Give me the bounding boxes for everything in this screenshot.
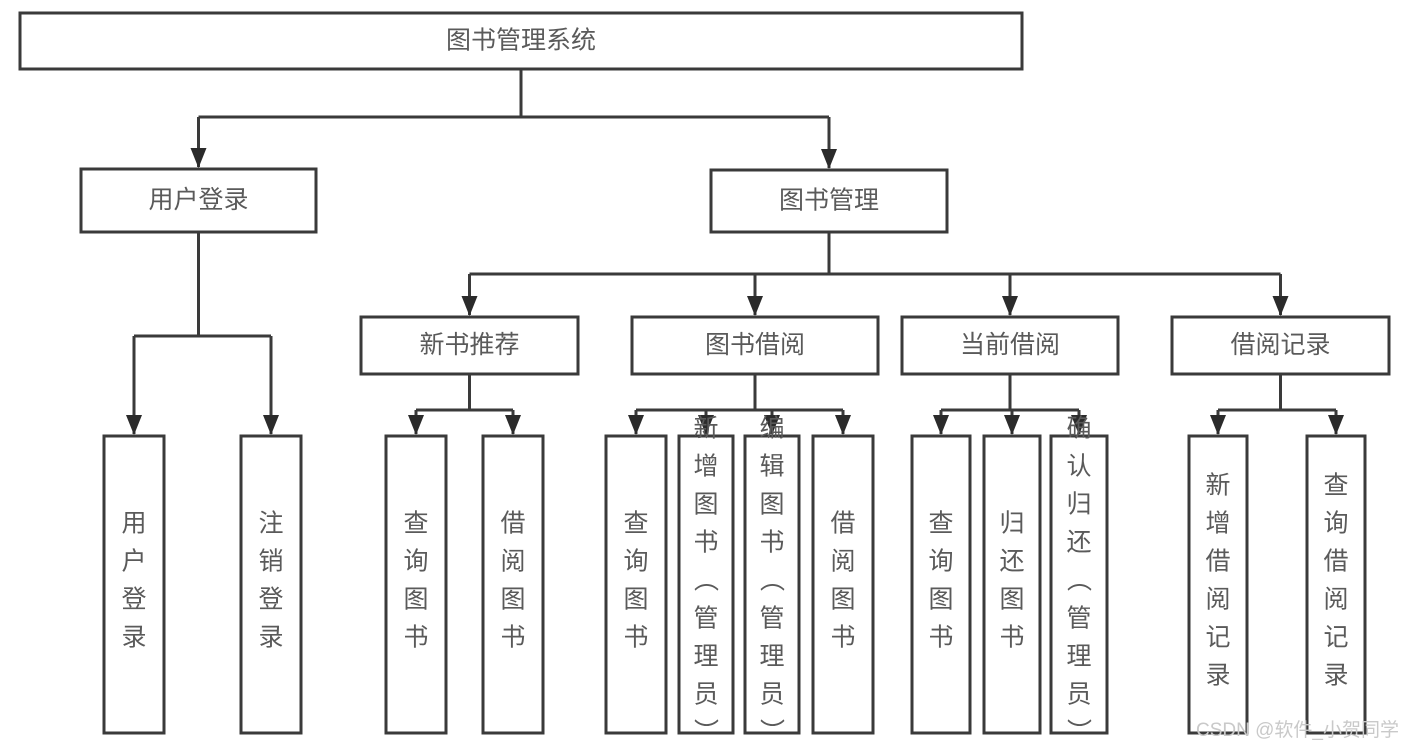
node-box[interactable]: [910, 434, 972, 735]
arrow-head-icon: [1328, 415, 1344, 435]
node-label: 借阅图书: [830, 510, 855, 652]
node-label: 借阅图书: [500, 510, 525, 652]
node-box[interactable]: [102, 434, 166, 735]
node-用户登录-leaf[interactable]: 用户登录: [102, 434, 166, 735]
connector-layer: [126, 69, 1344, 435]
node-label: 查询图书: [928, 510, 953, 652]
node-label: 用户登录: [148, 186, 248, 214]
arrow-head-icon: [461, 296, 478, 316]
node-box[interactable]: [630, 315, 880, 376]
node-查询图书-leaf[interactable]: 查询图书: [910, 434, 972, 735]
arrow-head-icon: [628, 415, 644, 435]
node-box[interactable]: [1049, 434, 1109, 735]
node-label: 归还图书: [999, 510, 1024, 652]
node-box[interactable]: [982, 434, 1042, 735]
arrow-head-icon: [1210, 415, 1226, 435]
node-label: 编辑图书（管理员）: [759, 415, 785, 747]
node-新书推荐-level3[interactable]: 新书推荐: [359, 315, 580, 376]
node-box[interactable]: [18, 11, 1024, 71]
node-box[interactable]: [709, 168, 949, 234]
node-label: 查询借阅记录: [1323, 472, 1348, 690]
arrow-head-icon: [1002, 296, 1018, 316]
node-label: 当前借阅: [960, 331, 1060, 359]
node-label: 借阅记录: [1230, 331, 1330, 359]
arrow-head-icon: [764, 415, 780, 435]
node-注销登录-leaf[interactable]: 注销登录: [239, 434, 303, 735]
arrow-head-icon: [408, 415, 424, 435]
arrow-head-icon: [263, 415, 279, 435]
arrow-head-icon: [933, 415, 949, 435]
node-借阅图书-leaf[interactable]: 借阅图书: [811, 434, 875, 735]
node-当前借阅-level3[interactable]: 当前借阅: [900, 315, 1120, 376]
node-label: 确认归还（管理员）: [1066, 415, 1092, 747]
arrow-head-icon: [821, 149, 837, 169]
arrow-head-icon: [747, 296, 763, 316]
node-box[interactable]: [1170, 315, 1391, 376]
arrow-head-icon: [1071, 415, 1087, 435]
node-确认归还管理员-leaf[interactable]: 确认归还（管理员）: [1049, 415, 1109, 747]
node-label: 新书推荐: [419, 331, 519, 359]
node-box[interactable]: [1187, 434, 1249, 735]
node-box[interactable]: [239, 434, 303, 735]
node-图书管理-level2[interactable]: 图书管理: [709, 168, 949, 234]
node-图书管理系统-root[interactable]: 图书管理系统: [18, 11, 1024, 71]
node-查询图书-leaf[interactable]: 查询图书: [604, 434, 668, 735]
node-查询图书-leaf[interactable]: 查询图书: [384, 434, 448, 735]
node-box[interactable]: [481, 434, 545, 735]
arrow-head-icon: [1004, 415, 1020, 435]
node-label: 注销登录: [258, 510, 283, 652]
node-layer: 图书管理系统用户登录图书管理新书推荐图书借阅当前借阅借阅记录用户登录注销登录查询…: [18, 11, 1391, 747]
node-label: 新增图书（管理员）: [693, 415, 719, 747]
node-借阅记录-level3[interactable]: 借阅记录: [1170, 315, 1391, 376]
node-编辑图书管理员-leaf[interactable]: 编辑图书（管理员）: [743, 415, 801, 747]
node-box[interactable]: [811, 434, 875, 735]
arrow-head-icon: [835, 415, 851, 435]
node-label: 查询图书: [403, 510, 428, 652]
node-box[interactable]: [743, 434, 801, 735]
node-新增图书管理员-leaf[interactable]: 新增图书（管理员）: [677, 415, 735, 747]
node-box[interactable]: [359, 315, 580, 376]
arrow-head-icon: [698, 415, 714, 435]
node-label: 用户登录: [121, 510, 146, 652]
node-新增借阅记录-leaf[interactable]: 新增借阅记录: [1187, 434, 1249, 735]
node-box[interactable]: [604, 434, 668, 735]
arrow-head-icon: [505, 415, 521, 435]
node-查询借阅记录-leaf[interactable]: 查询借阅记录: [1305, 434, 1367, 735]
node-label: 图书借阅: [705, 331, 805, 359]
node-label: 新增借阅记录: [1205, 472, 1230, 690]
arrow-head-icon: [190, 148, 207, 168]
node-box[interactable]: [900, 315, 1120, 376]
node-借阅图书-leaf[interactable]: 借阅图书: [481, 434, 545, 735]
arrow-head-icon: [126, 415, 142, 435]
node-box[interactable]: [79, 167, 318, 234]
node-box[interactable]: [1305, 434, 1367, 735]
node-label: 图书管理系统: [446, 27, 596, 55]
node-用户登录-level2[interactable]: 用户登录: [79, 167, 318, 234]
node-box[interactable]: [677, 434, 735, 735]
csdn-watermark: CSDN @软件_小贺同学: [1196, 719, 1399, 741]
node-label: 查询图书: [623, 510, 648, 652]
node-图书借阅-level3[interactable]: 图书借阅: [630, 315, 880, 376]
node-label: 图书管理: [779, 187, 879, 215]
node-归还图书-leaf[interactable]: 归还图书: [982, 434, 1042, 735]
node-box[interactable]: [384, 434, 448, 735]
arrow-head-icon: [1272, 296, 1289, 316]
